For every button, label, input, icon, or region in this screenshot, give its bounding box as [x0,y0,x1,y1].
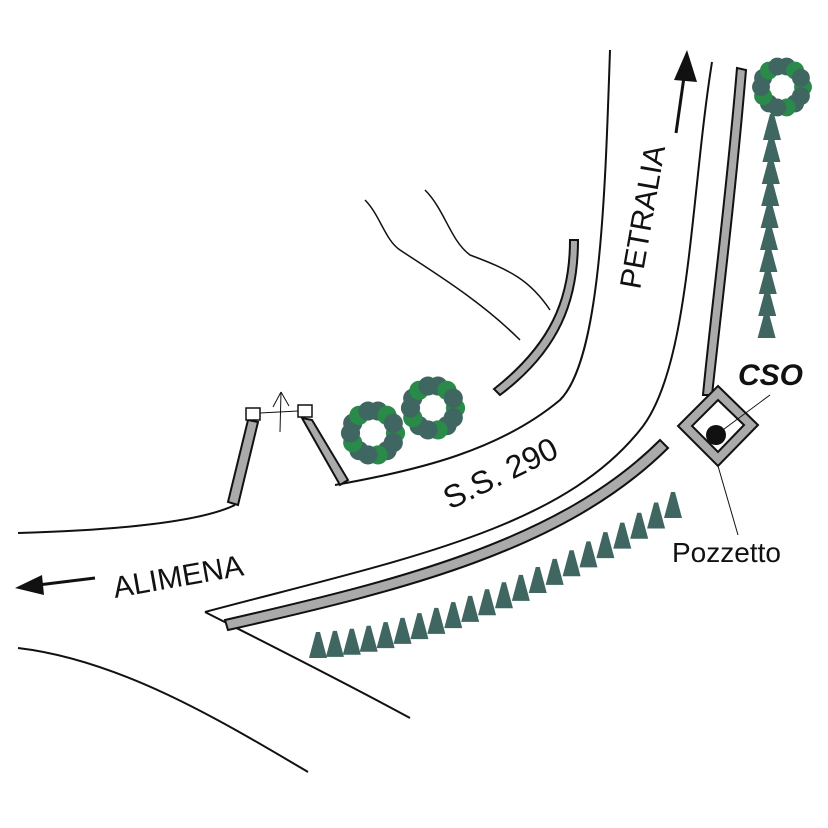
shrub-icon [763,114,781,140]
shrub-icon [613,522,632,549]
shrub-icon [562,550,581,577]
tree-icon [340,401,406,465]
shrub-icon [342,628,361,655]
shrub-icon [478,589,497,616]
shrub-icon [758,290,777,316]
tree-icon [752,57,812,117]
shrub-icon [461,595,480,622]
shrub-icon [545,558,564,585]
road-edge-outer [204,61,713,613]
shrub-icon [359,625,378,652]
field-edge-bottom [17,647,309,773]
shrub-icon [427,607,446,634]
shrub-icon [761,180,780,206]
shrub-row [309,114,781,658]
shrub-icon [309,632,327,658]
arrow-up-icon [674,50,697,134]
gate-post-right [297,404,313,418]
shrub-icon [596,532,615,559]
walls [223,66,760,632]
wall-left-post [226,418,260,507]
cso-label: CSO [738,359,803,392]
shrub-icon [761,158,780,184]
shrub-icon [762,136,781,162]
shrub-icon [579,541,598,568]
wall-right-vertical [701,66,748,396]
shrub-icon [757,312,776,338]
shrub-icon [444,602,463,629]
wall-upper-curve [492,239,580,397]
tree-icon [400,376,466,440]
road-edge-left-upper [17,504,236,534]
shrub-icon [528,567,547,594]
shrub-icon [758,268,777,294]
shrub-icon [393,617,412,644]
pozzetto-label: Pozzetto [672,537,781,568]
direction-label-petralia: PETRALIA [614,143,672,292]
pozzetto-leader [717,465,739,536]
shrub-icon [759,246,778,272]
shrub-icon [664,492,682,518]
gate-post-left [245,407,261,421]
cso-leader [715,394,771,436]
shrub-icon [410,613,429,640]
direction-label-alimena: ALIMENA [110,550,245,605]
road-label: S.S. 290 [437,430,563,516]
creek-line-1 [364,199,521,341]
shrub-icon [760,202,779,228]
arrow-left-icon [15,575,96,595]
shrub-icon [760,224,778,250]
shrub-icon [511,574,530,601]
shrub-icon [325,630,344,657]
tree-cluster [340,57,812,465]
gate-symbol [259,391,299,433]
wall-right-post [300,416,350,487]
shrub-icon [630,512,649,539]
road-edge-inner [334,49,611,486]
shrub-icon [376,622,395,649]
wall-lower-curve [223,438,670,632]
shrub-icon [494,582,513,609]
creek-line-2 [424,189,551,311]
shrub-icon [647,502,666,529]
